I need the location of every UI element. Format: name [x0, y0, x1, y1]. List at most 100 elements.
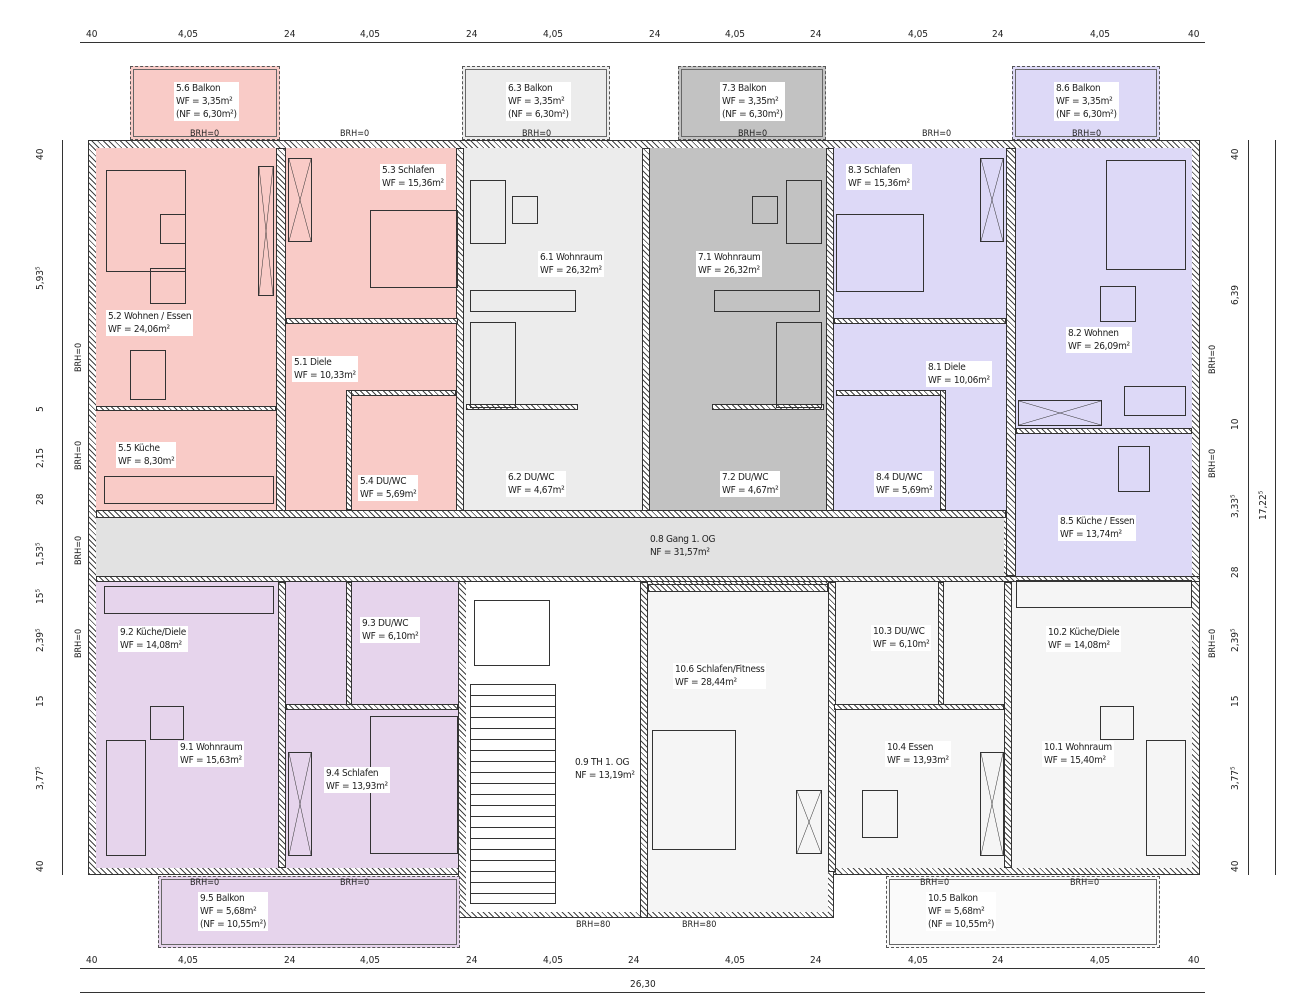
left-dimension-line: [62, 140, 63, 875]
interior-wall: [640, 582, 648, 918]
right-dimension-line: [1248, 140, 1249, 875]
desk: [1124, 386, 1186, 416]
right-total-dimension-line: [1275, 140, 1276, 875]
dim-label: 4,05: [1090, 955, 1111, 966]
room-10-6: [648, 592, 828, 912]
dim-label: 1,53⁵: [35, 542, 46, 566]
brh-label: BRH=0: [1208, 344, 1218, 374]
brh-label: BRH=0: [340, 878, 370, 888]
brh-label: BRH=80: [576, 920, 611, 930]
dim-label: 4,05: [908, 29, 929, 40]
dim-label: 24: [466, 955, 478, 966]
dim-label: 40: [1230, 860, 1241, 872]
dim-label: 3,33⁵: [1230, 494, 1241, 518]
sofa: [470, 180, 506, 244]
dim-label: 3,77⁵: [35, 766, 46, 790]
wardrobe: [980, 752, 1004, 856]
coffee-table: [752, 196, 778, 224]
wardrobe: [258, 166, 274, 296]
interior-wall: [286, 318, 458, 324]
brh-label: BRH=0: [1070, 878, 1100, 888]
brh-label: BRH=0: [190, 878, 220, 888]
armchair: [1100, 286, 1136, 322]
dim-label: 4,05: [178, 955, 199, 966]
bathroom-wall: [346, 390, 456, 396]
dim-label: 2,39⁵: [35, 628, 46, 652]
dim-label: 4,05: [360, 29, 381, 40]
brh-label: BRH=0: [1072, 129, 1102, 139]
dim-label: 24: [284, 955, 296, 966]
elevator: [474, 600, 550, 666]
sofa: [1106, 160, 1186, 270]
dim-label: 2,39⁵: [1230, 628, 1241, 652]
brh-label: BRH=0: [738, 129, 768, 139]
dim-label: 4,05: [178, 29, 199, 40]
interior-wall: [96, 406, 276, 411]
brh-label: BRH=0: [522, 129, 552, 139]
brh-label: BRH=80: [682, 920, 717, 930]
dim-label: 4,05: [725, 29, 746, 40]
dim-label: 40: [35, 860, 46, 872]
total-height-label: 17,22⁵: [1258, 490, 1269, 520]
dim-label: 28: [1230, 566, 1241, 578]
brh-label: BRH=0: [74, 628, 84, 658]
interior-wall: [834, 704, 1004, 710]
dim-label: 15⁵: [35, 588, 46, 604]
dim-label: 6,39: [1230, 284, 1241, 305]
dim-label: 40: [1188, 955, 1200, 966]
bottom-dimension-line: [80, 968, 1205, 969]
brh-label: BRH=0: [1208, 448, 1218, 478]
interior-wall: [826, 148, 834, 512]
dim-label: 2,15: [35, 447, 46, 468]
brh-label: BRH=0: [920, 878, 950, 888]
interior-wall: [1016, 428, 1192, 434]
brh-label: BRH=0: [922, 129, 952, 139]
wardrobe: [796, 790, 822, 854]
kitchen-counter: [1016, 580, 1192, 608]
brh-label: BRH=0: [340, 129, 370, 139]
interior-wall: [456, 148, 464, 512]
double-bed: [370, 210, 458, 288]
wardrobe: [288, 752, 312, 856]
dim-label: 40: [86, 955, 98, 966]
corridor-wall: [96, 576, 1200, 582]
dim-label: 15: [35, 695, 46, 707]
dim-label: 40: [1188, 29, 1200, 40]
dim-label: 24: [284, 29, 296, 40]
bathroom-wall: [466, 404, 578, 410]
corridor: [96, 518, 1004, 576]
dim-label: 15: [1230, 695, 1241, 707]
dining-table: [130, 350, 166, 400]
brh-label: BRH=0: [74, 535, 84, 565]
dim-label: 24: [628, 955, 640, 966]
bathroom-wall: [346, 582, 352, 708]
armchair: [1100, 706, 1134, 740]
dining-table: [862, 790, 898, 838]
dim-label: 5: [35, 406, 46, 412]
brh-label: BRH=0: [190, 129, 220, 139]
unit-7: [648, 148, 828, 512]
